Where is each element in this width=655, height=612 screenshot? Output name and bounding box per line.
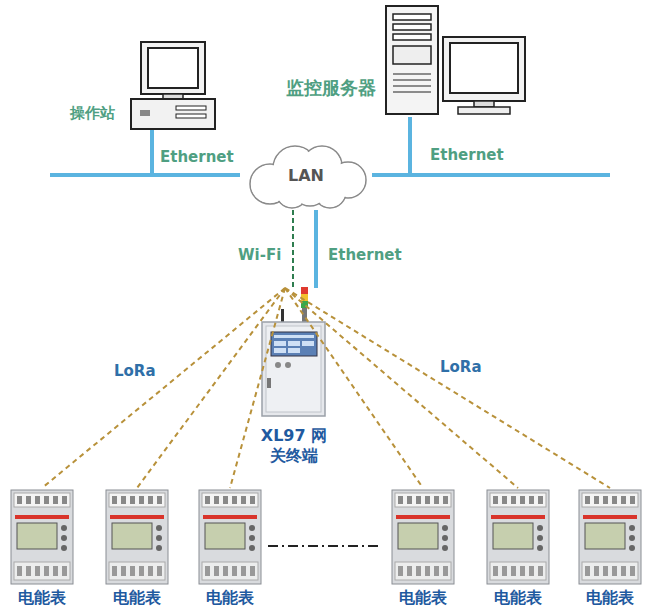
node-label: XL97 网关终端 bbox=[254, 426, 334, 466]
meter-icon bbox=[11, 490, 73, 584]
connector bbox=[372, 117, 410, 175]
node-label: 电能表 bbox=[105, 588, 169, 608]
node-label: 监控服务器 bbox=[286, 77, 376, 100]
meter-node: 电能表 bbox=[578, 488, 642, 608]
connector bbox=[137, 288, 285, 488]
workstation-icon bbox=[131, 42, 215, 129]
node-label: 电能表 bbox=[198, 588, 262, 608]
meter-icon bbox=[579, 490, 641, 584]
connector bbox=[285, 288, 518, 488]
node-label: 电能表 bbox=[10, 588, 74, 608]
node-label: 操作站 bbox=[70, 104, 115, 123]
meter-node: 电能表 bbox=[391, 488, 455, 608]
meter-node: 电能表 bbox=[486, 488, 550, 608]
connector bbox=[314, 210, 318, 288]
network-cloud: LAN bbox=[240, 140, 372, 210]
node-label: 电能表 bbox=[486, 588, 550, 608]
meter-icon bbox=[392, 490, 454, 584]
computer-node: 操作站 bbox=[66, 38, 216, 130]
connector bbox=[285, 288, 610, 488]
meter-icon bbox=[106, 490, 168, 584]
connector bbox=[152, 130, 240, 175]
connector bbox=[42, 288, 285, 488]
connector-label: Ethernet bbox=[326, 246, 404, 264]
connector-label: Ethernet bbox=[428, 146, 506, 164]
node-label: 电能表 bbox=[391, 588, 455, 608]
connector-label: LoRa bbox=[112, 362, 158, 380]
connector-label: Wi-Fi bbox=[236, 246, 283, 264]
connector-label: LoRa bbox=[438, 358, 484, 376]
ethernet-bus bbox=[50, 173, 152, 177]
node-label: 电能表 bbox=[578, 588, 642, 608]
meter-node: 电能表 bbox=[10, 488, 74, 608]
node-label: LAN bbox=[240, 166, 372, 186]
ethernet-bus bbox=[410, 173, 610, 177]
server-icon bbox=[386, 6, 525, 114]
computer-node: 监控服务器 bbox=[282, 5, 528, 117]
continuation-line bbox=[268, 545, 382, 547]
meter-node: 电能表 bbox=[198, 488, 262, 608]
meter-icon bbox=[199, 490, 261, 584]
connector-label: Ethernet bbox=[158, 148, 236, 166]
meter-icon bbox=[487, 490, 549, 584]
gateway-node: XL97 网关终端 bbox=[246, 288, 342, 474]
meter-node: 电能表 bbox=[105, 488, 169, 608]
connector bbox=[292, 210, 294, 288]
